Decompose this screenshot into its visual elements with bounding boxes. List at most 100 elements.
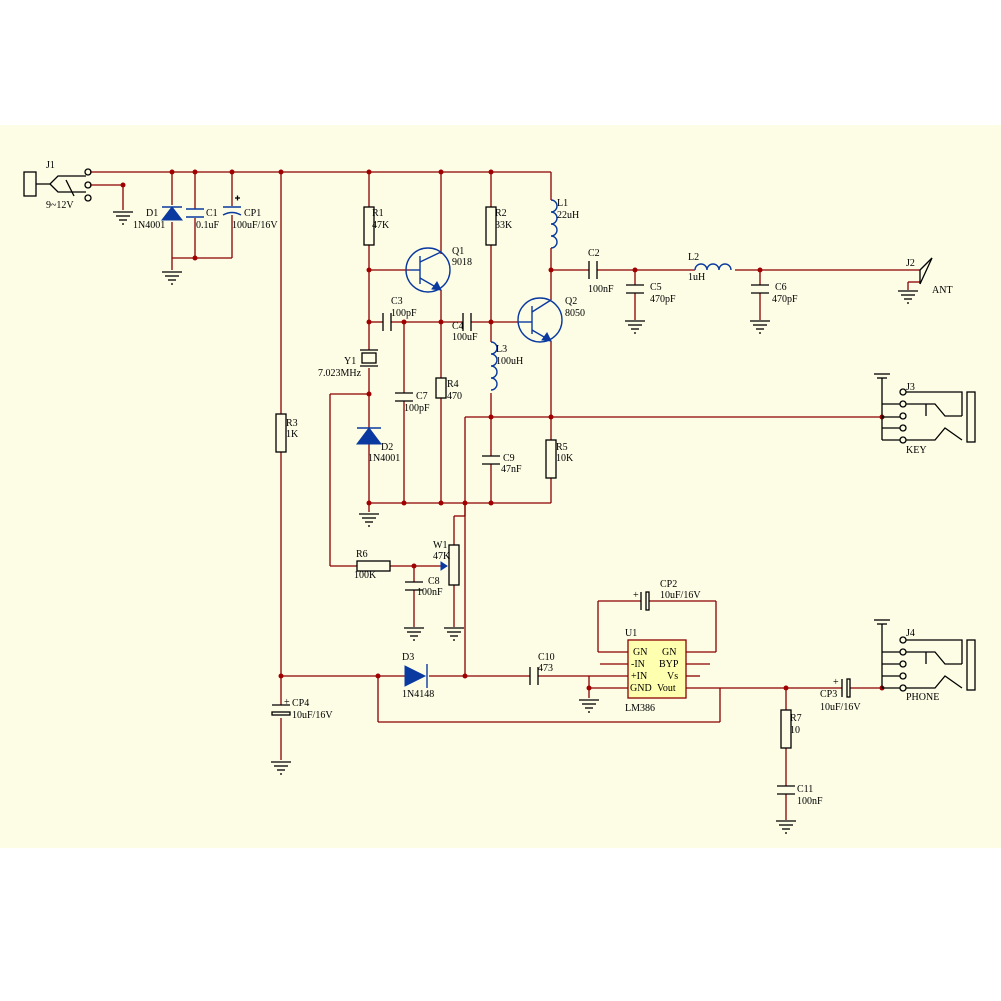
- capacitor-cp2: +: [633, 590, 650, 611]
- label-r3: R3: [286, 418, 298, 429]
- label-r7: R7: [790, 713, 802, 724]
- label-j4: J4: [906, 628, 915, 639]
- label-r1-value: 47K: [372, 220, 390, 231]
- capacitor-c5: [626, 284, 644, 294]
- diode-d1: [160, 206, 184, 221]
- label-cp4-value: 10uF/16V: [292, 710, 333, 721]
- label-j2: J2: [906, 258, 915, 269]
- u1-pin-gn1: GN: [633, 647, 647, 658]
- label-c10-value: 473: [538, 663, 553, 674]
- label-j3: J3: [906, 382, 915, 393]
- svg-text:+: +: [833, 677, 839, 688]
- label-r1: R1: [372, 208, 384, 219]
- label-cp1: CP1: [244, 208, 261, 219]
- label-c4: C4: [452, 321, 464, 332]
- label-cp1-value: 100uF/16V: [232, 220, 278, 231]
- junctions: [120, 169, 885, 691]
- label-j3-value: KEY: [906, 445, 927, 456]
- label-d1-value: 1N4001: [133, 220, 165, 231]
- label-l1-value: 22uH: [557, 210, 579, 221]
- label-r4-value: 470: [447, 391, 462, 402]
- capacitor-c11: [777, 785, 795, 795]
- inductor-l1: [550, 199, 558, 249]
- label-r3-value: 1K: [286, 429, 299, 440]
- resistor-r3: [275, 413, 287, 453]
- resistor-r7: [780, 709, 792, 749]
- label-c5: C5: [650, 282, 662, 293]
- label-w1: W1: [433, 540, 447, 551]
- schematic-sheet: [0, 125, 1001, 848]
- label-q1: Q1: [452, 246, 464, 257]
- jack-j4: [874, 619, 976, 692]
- label-c2-value: 100nF: [588, 284, 614, 295]
- u1-pin-vs: Vs: [667, 671, 678, 682]
- label-c1-value: 0.1uF: [196, 220, 220, 231]
- label-c11: C11: [797, 784, 813, 795]
- antenna-j2: [919, 257, 933, 285]
- label-c4-value: 100uF: [452, 332, 478, 343]
- label-d1: D1: [146, 208, 158, 219]
- capacitor-c9: [482, 455, 500, 465]
- label-l3-value: 100uH: [496, 356, 523, 367]
- label-c6: C6: [775, 282, 787, 293]
- jack-j1: [23, 168, 92, 202]
- u1-pin-gn2: GN: [662, 647, 676, 658]
- inductor-l3: [490, 341, 498, 391]
- label-q2: Q2: [565, 296, 577, 307]
- label-c11-value: 100nF: [797, 796, 823, 807]
- resistor-r2: [485, 206, 497, 246]
- label-c2: C2: [588, 248, 600, 259]
- crystal-y1: [360, 349, 378, 367]
- label-j2-value: ANT: [932, 285, 953, 296]
- component-labels: J1 9~12V D1 1N4001 C1 0.1uF CP1 100uF/16…: [46, 160, 953, 807]
- label-cp2: CP2: [660, 579, 677, 590]
- label-u1-value: LM386: [625, 703, 655, 714]
- label-cp2-value: 10uF/16V: [660, 590, 701, 601]
- capacitor-c4: [462, 313, 472, 331]
- capacitor-c1: [186, 208, 204, 218]
- label-y1: Y1: [344, 356, 356, 367]
- u1-pin-vout: Vout: [657, 683, 676, 694]
- label-c7: C7: [416, 391, 428, 402]
- u1-pin-byp: BYP: [659, 659, 679, 670]
- label-c8: C8: [428, 576, 440, 587]
- label-r6-value: 100K: [354, 570, 377, 581]
- diode-d2: [356, 427, 382, 445]
- capacitor-c7: [395, 392, 413, 402]
- label-d3: D3: [402, 652, 414, 663]
- label-j4-value: PHONE: [906, 692, 939, 703]
- label-y1-value: 7.023MHz: [318, 368, 362, 379]
- label-r4: R4: [447, 379, 459, 390]
- label-q2-value: 8050: [565, 308, 585, 319]
- capacitor-cp1: [222, 195, 242, 216]
- label-c7-value: 100pF: [404, 403, 430, 414]
- label-j1-value: 9~12V: [46, 200, 74, 211]
- label-l2-value: 1uH: [688, 272, 705, 283]
- svg-text:+: +: [284, 697, 290, 708]
- ic-u1-lm386: [627, 639, 687, 699]
- label-r2: R2: [495, 208, 507, 219]
- label-u1: U1: [625, 628, 637, 639]
- label-w1-value: 47K: [433, 551, 451, 562]
- label-c6-value: 470pF: [772, 294, 798, 305]
- label-c9-value: 47nF: [501, 464, 522, 475]
- label-c3-value: 100pF: [391, 308, 417, 319]
- label-cp3: CP3: [820, 689, 837, 700]
- label-d2: D2: [381, 442, 393, 453]
- capacitor-cp3: +: [833, 677, 851, 698]
- label-l2: L2: [688, 252, 699, 263]
- capacitor-c6: [751, 284, 769, 294]
- resistor-r1: [363, 206, 375, 246]
- label-d2-value: 1N4001: [368, 453, 400, 464]
- capacitor-cp4: +: [271, 697, 291, 716]
- label-r5-value: 10K: [556, 453, 574, 464]
- potentiometer-w1: [440, 544, 460, 586]
- label-c5-value: 470pF: [650, 294, 676, 305]
- label-c10: C10: [538, 652, 555, 663]
- transistor-q2: [517, 297, 563, 343]
- u1-pin-minus-in: -IN: [631, 659, 645, 670]
- jack-j3: [874, 373, 976, 444]
- capacitor-c2: [588, 261, 598, 279]
- transistor-q1: [405, 247, 451, 293]
